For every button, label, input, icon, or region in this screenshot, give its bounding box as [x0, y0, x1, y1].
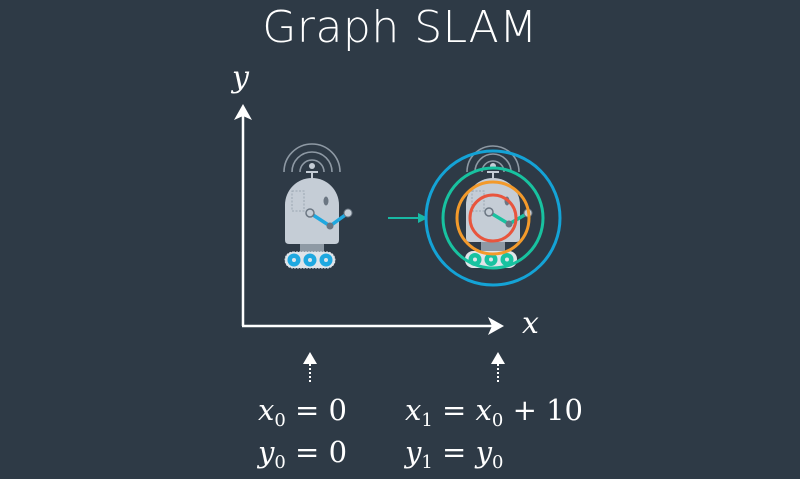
pose-0-x-equation: x0 = 0: [258, 393, 347, 431]
ring-orange: [455, 180, 531, 256]
pointer-arrow-pose-1: [491, 352, 505, 383]
robot-pose-0-icon: [283, 143, 353, 269]
y-axis: [234, 104, 252, 326]
ring-red: [468, 193, 518, 243]
ring-outer: [424, 149, 562, 287]
up-arrow-icon: [491, 352, 505, 364]
pointer-arrow-pose-0: [303, 352, 317, 383]
pose-1-x-equation: x1 = x0 + 10: [405, 393, 583, 431]
motion-arrowhead-icon: [418, 213, 428, 223]
pose-0-y-equation: y0 = 0: [258, 435, 348, 473]
y-axis-arrowhead-icon: [234, 104, 252, 120]
uncertainty-rings: [424, 149, 562, 287]
y-axis-label: y: [232, 60, 249, 95]
x-axis-label: x: [522, 306, 539, 341]
up-arrow-icon: [303, 352, 317, 364]
motion-arrow: [388, 213, 428, 223]
diagram-title: Graph SLAM: [262, 2, 538, 53]
ring-teal: [441, 166, 545, 270]
x-axis: [242, 317, 504, 335]
pose-1-y-equation: y1 = y0: [405, 435, 504, 473]
x-axis-arrowhead-icon: [488, 317, 504, 335]
